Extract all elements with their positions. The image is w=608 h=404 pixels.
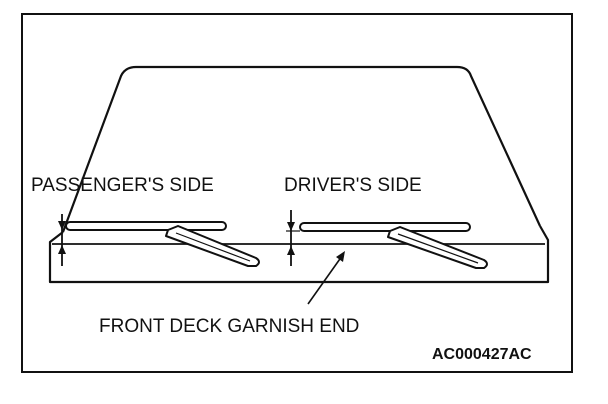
driver-side-label: DRIVER'S SIDE <box>284 175 422 196</box>
passenger-side-label: PASSENGER'S SIDE <box>31 175 214 196</box>
driver-wiper-arm-detail <box>397 233 479 264</box>
figure-code-label: AC000427AC <box>432 346 532 363</box>
garnish-end-leader <box>307 251 345 305</box>
driver-wiper-arm <box>387 226 488 269</box>
front-deck-garnish <box>48 225 550 284</box>
figure-frame <box>21 13 573 373</box>
front-deck-garnish-end-label: FRONT DECK GARNISH END <box>99 316 359 337</box>
passenger-wiper-arm-detail <box>175 232 251 262</box>
driver-wiper-blade <box>299 222 471 232</box>
passenger-gap-dimension <box>58 214 66 266</box>
windshield-outline <box>61 65 541 233</box>
passenger-wiper-arm <box>165 225 260 267</box>
passenger-wiper-blade <box>65 221 227 231</box>
driver-gap-dimension <box>286 210 300 266</box>
